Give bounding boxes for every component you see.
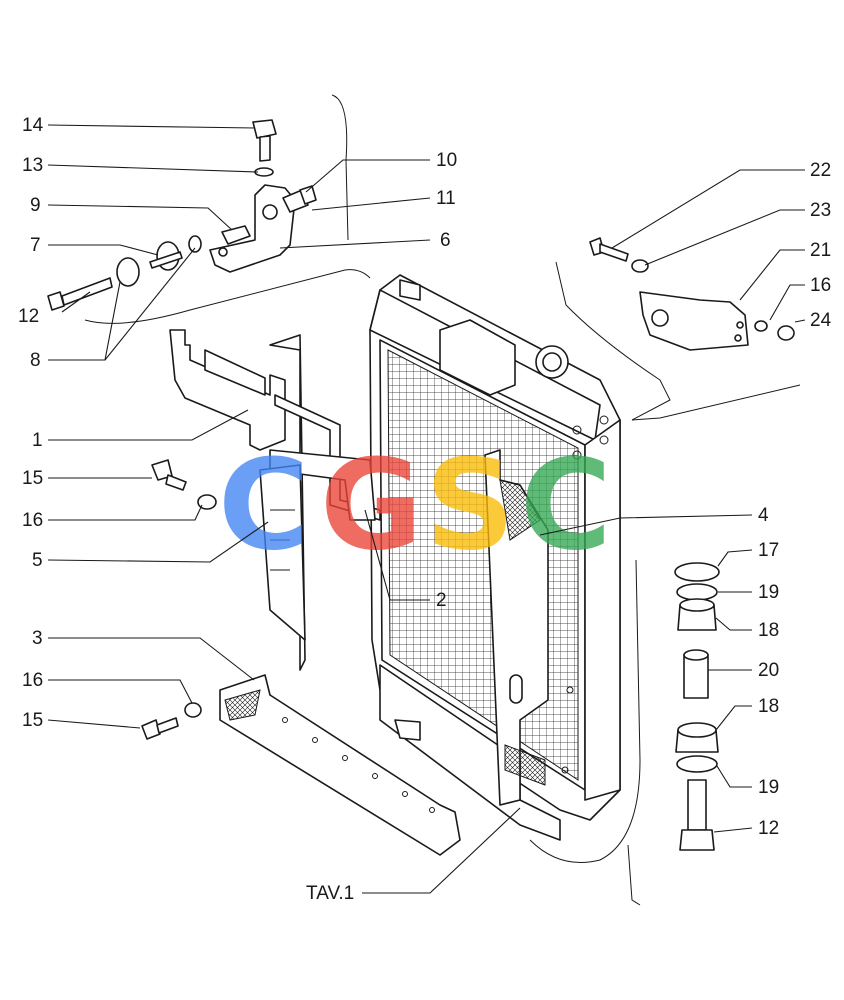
leader-lines [47,124,806,894]
callout-1: 1 [32,430,43,451]
part-14-bolt [252,119,277,177]
part-16-washer-lower [184,702,202,718]
part-24-nut [777,325,795,341]
callout-16-upper: 16 [22,510,43,531]
watermark-letter-s: S [425,433,515,578]
part-1-seal-bracket [169,329,286,451]
part-21-bracket [639,291,749,351]
callout-labels: 14 13 10 9 11 7 6 12 8 1 15 16 5 2 3 16 … [18,115,832,904]
part-12-long-bolt [47,251,183,311]
part-5-seal-plate [259,464,306,641]
callout-9: 9 [30,195,41,216]
part-22-bolt [589,237,629,262]
part-19-washer-upper [676,583,718,601]
callout-23: 23 [810,200,831,221]
part-10-11-bushing [282,185,317,213]
callout-22: 22 [810,160,831,181]
callout-8: 8 [30,350,41,371]
callout-19-upper: 19 [758,582,779,603]
callout-17: 17 [758,540,779,561]
callout-16-right: 16 [810,275,831,296]
callout-18-lower: 18 [758,696,779,717]
callout-15-lower: 15 [22,710,43,731]
callout-12-lower: 12 [758,818,779,839]
part-3-bottom-bracket [219,674,461,856]
part-6-top-bracket [209,184,296,273]
part-4-side-seal [484,449,549,806]
callout-7: 7 [30,235,41,256]
watermark-letter-c1: C [218,433,310,578]
callout-20: 20 [758,660,779,681]
callout-14: 14 [22,115,44,136]
callout-4: 4 [758,505,769,526]
callout-13: 13 [22,155,43,176]
part-17-washer [674,562,720,582]
callout-10: 10 [436,150,457,171]
part-20-sleeve [683,654,709,699]
callout-18-upper: 18 [758,620,779,641]
part-16-washer-upper [197,494,217,510]
callout-15-upper: 15 [22,468,43,489]
callout-11: 11 [436,188,456,209]
callout-24: 24 [810,310,832,331]
part-12-bolt-shank [687,779,707,831]
watermark-letter-g: G [320,433,423,578]
callout-19-lower: 19 [758,777,779,798]
callout-21: 21 [810,240,831,261]
part-9-spacer [221,225,251,245]
part-16-washer-right [754,320,768,332]
part-15-bolt-lower [141,717,179,740]
callout-12-upper: 12 [18,306,39,327]
callout-16-lower: 16 [22,670,43,691]
part-15-bolt-upper [151,459,187,491]
callout-tav: TAV.1 [306,883,354,904]
callout-3: 3 [32,628,43,649]
callout-6: 6 [440,230,451,251]
watermark-logo: C G S C [218,433,612,578]
watermark-letter-c2: C [520,433,612,578]
part-12-bolt-head [679,829,715,851]
callout-5: 5 [32,550,43,571]
mount-stack [674,562,720,851]
callout-2: 2 [436,590,447,611]
part-23-washer [631,259,649,273]
part-19-washer-lower [676,755,718,773]
background-frame-lines [84,94,801,906]
